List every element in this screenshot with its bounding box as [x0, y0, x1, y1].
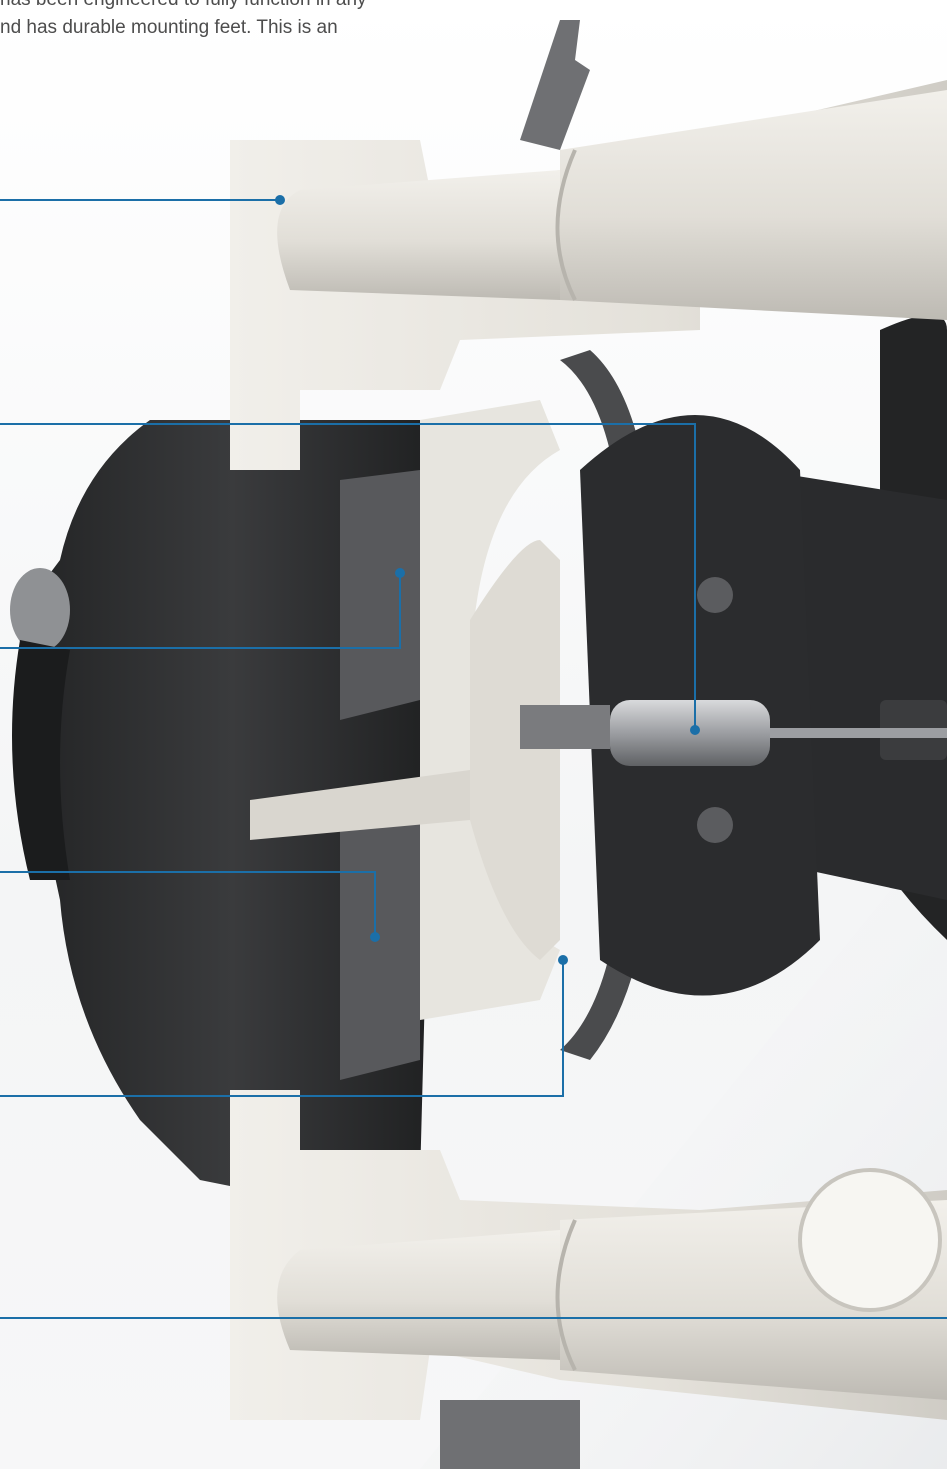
- air-chamber-port-lower: [697, 807, 733, 843]
- callout-dot-lower-check-valve: [370, 932, 380, 942]
- upper-check-valve: [340, 470, 420, 720]
- callout-dot-upper-check-valve: [395, 568, 405, 578]
- outlet-pipe: [277, 170, 560, 300]
- callout-line-lower-check-valve: [0, 871, 376, 937]
- inlet-port-opening: [798, 1168, 942, 1312]
- inner-shaft-stub: [520, 705, 610, 749]
- callout-dot-diaphragm: [558, 955, 568, 965]
- mounting-foot: [440, 1400, 580, 1469]
- piston-shaft: [610, 700, 770, 766]
- callout-dots: [275, 195, 700, 965]
- outlet-seam: [555, 149, 577, 301]
- callout-lines: [0, 199, 947, 1319]
- top-bracket: [520, 20, 590, 150]
- left-tie-bolt-head: [10, 568, 70, 652]
- intro-line-2: nd has durable mounting feet. This is an: [0, 17, 338, 38]
- callout-dot-shaft: [690, 725, 700, 735]
- intro-paragraph: has been engineered to fully function in…: [0, 0, 480, 42]
- left-handle-ring: [12, 640, 70, 880]
- callout-line-upper-check-valve: [0, 573, 401, 649]
- inlet-seam: [555, 1219, 577, 1371]
- callout-line-diaphragm: [0, 960, 564, 1097]
- callout-dot-outlet-manifold: [275, 195, 285, 205]
- air-chamber-port-upper: [697, 577, 733, 613]
- outlet-pipe-extension: [560, 90, 947, 320]
- outer-diaphragm-plate: [470, 540, 560, 960]
- left-fluid-chamber: [25, 420, 440, 1200]
- intro-line-1: has been engineered to fully function in…: [0, 0, 480, 14]
- callout-line-shaft: [0, 423, 696, 730]
- shaft-rod: [770, 728, 947, 738]
- center-liquid-path: [420, 400, 560, 1020]
- valve-divider-plate: [250, 770, 470, 840]
- inlet-pipe: [277, 1230, 560, 1360]
- lower-check-valve: [340, 820, 420, 1080]
